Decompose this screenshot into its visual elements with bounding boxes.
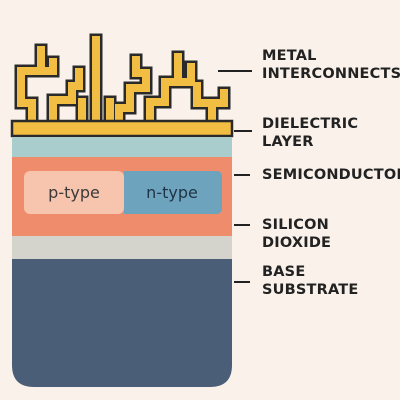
silicon-dioxide-layer xyxy=(12,236,232,259)
metal-interconnects-label: METAL INTERCONNECTS xyxy=(262,47,400,83)
metal-interconnects xyxy=(10,33,234,138)
metal-interconnects-label-line-1: METAL xyxy=(262,48,317,64)
base-substrate-label-line-1: BASE xyxy=(262,264,306,280)
n-type-label: n-type xyxy=(146,183,198,202)
n-type-region xyxy=(124,171,222,214)
base-substrate-layer xyxy=(12,259,232,387)
p-type-label: p-type xyxy=(48,183,100,202)
base-substrate-label: BASE SUBSTRATE xyxy=(262,263,358,299)
metal-interconnects-label-line-2: INTERCONNECTS xyxy=(262,66,400,82)
silicon-dioxide-label: SILICON DIOXIDE xyxy=(262,217,332,251)
base-substrate-label-line-2: SUBSTRATE xyxy=(262,282,359,298)
dielectric-layer xyxy=(12,137,232,157)
doped-regions: p-type n-type xyxy=(24,171,222,214)
leader-lines xyxy=(218,70,252,283)
p-type-region xyxy=(24,171,124,214)
dielectric-layer-label-line-2: LAYER xyxy=(262,134,314,150)
dielectric-layer-label: DIELECTRIC LAYER xyxy=(262,115,358,151)
dielectric-layer-label-line-1: DIELECTRIC xyxy=(262,116,359,132)
semiconductor-label: SEMICONDUCTOR xyxy=(262,167,400,183)
